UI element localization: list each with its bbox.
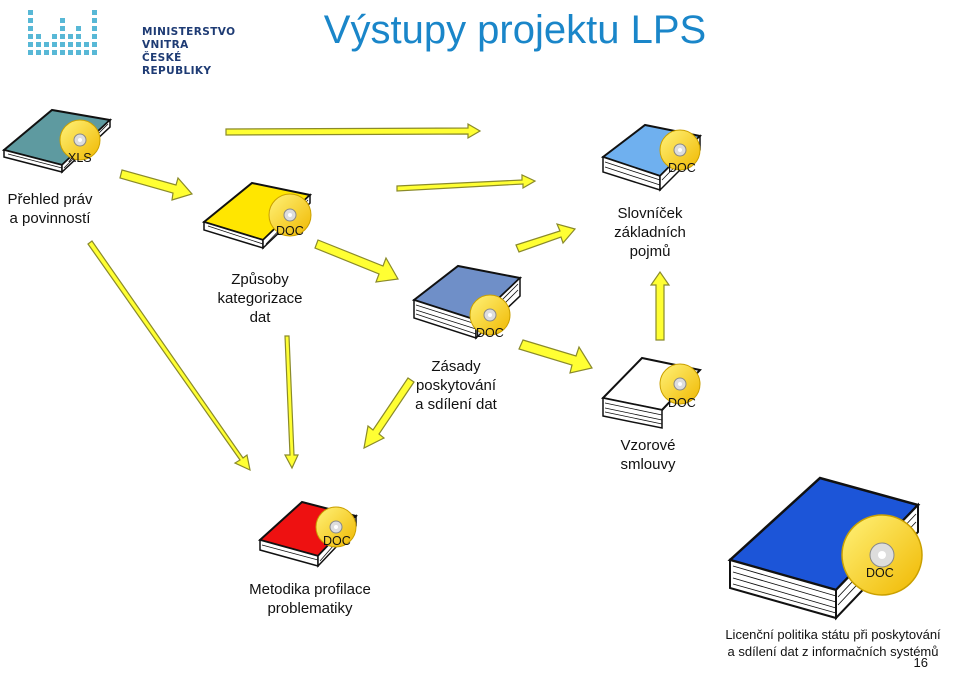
cd-vzorove-icon — [659, 363, 701, 405]
ministry-line-2: ČESKÉ REPUBLIKY — [142, 52, 212, 77]
label-zpusoby-line-1: Způsoby — [231, 271, 289, 288]
arrow-top-long — [225, 122, 482, 140]
arrow-vzorove-to-slovnicek — [649, 270, 671, 341]
label-prehled-line-1: Přehled práv — [7, 191, 93, 208]
logo-mark-icon — [28, 10, 97, 55]
label-zpusoby-line-3: dat — [249, 309, 271, 326]
badge-doc-licencni: DOC — [866, 566, 894, 580]
label-zasady: Zásady poskytování a sdílení dat — [400, 357, 512, 414]
arrow-to-zasady-down — [363, 377, 415, 450]
badge-doc-vzorove: DOC — [668, 396, 696, 410]
label-prehled: Přehled práv a povinností — [2, 190, 98, 228]
arrow-prehled-to-zpusoby — [119, 169, 194, 201]
cd-slovnicek-icon — [659, 129, 701, 171]
arrow-to-slovnicek — [515, 223, 577, 253]
badge-xls: XLS — [68, 151, 92, 165]
ministry-line-1: MINISTERSTVO VNITRA — [142, 26, 236, 51]
label-slovnicek-line-1: Slovníček — [617, 205, 683, 222]
arrow-mid-long — [396, 174, 537, 192]
badge-doc-zasady: DOC — [476, 326, 504, 340]
label-zpusoby-line-2: kategorizace — [217, 290, 303, 307]
label-prehled-line-2: a povinností — [9, 210, 91, 227]
ministry-logo: MINISTERSTVO VNITRA ČESKÉ REPUBLIKY — [22, 6, 252, 77]
label-metodika: Metodika profilace problematiky — [240, 580, 380, 618]
label-slovnicek: Slovníček základních pojmů — [600, 204, 700, 261]
label-zpusoby: Způsoby kategorizace dat — [200, 270, 320, 327]
badge-doc-metodika: DOC — [323, 534, 351, 548]
badge-doc-slovnicek: DOC — [668, 161, 696, 175]
label-vzorove-line-2: smlouvy — [620, 456, 676, 473]
cd-zasady-icon — [469, 294, 511, 336]
label-licencni-line-1: Licenční politika státu při poskytování — [725, 627, 941, 642]
label-metodika-line-1: Metodika profilace — [249, 581, 371, 598]
arrow-zpusoby-to-zasady — [314, 239, 399, 283]
cd-metodika-icon — [315, 506, 357, 548]
cd-zpusoby-icon — [268, 193, 312, 237]
label-zasady-line-1: Zásady — [431, 358, 481, 375]
label-slovnicek-line-3: pojmů — [629, 243, 671, 260]
label-zasady-line-3: a sdílení dat — [415, 396, 497, 413]
page-title: Výstupy projektu LPS — [323, 8, 707, 52]
cd-licencni-icon — [841, 514, 923, 596]
badge-doc-zpusoby: DOC — [276, 224, 304, 238]
label-slovnicek-line-2: základních — [614, 224, 686, 241]
ministry-name: MINISTERSTVO VNITRA ČESKÉ REPUBLIKY — [142, 26, 252, 78]
label-metodika-line-2: problematiky — [267, 600, 353, 617]
cd-xls-icon — [59, 119, 101, 161]
label-zasady-line-2: poskytování — [415, 377, 497, 394]
label-licencni-line-2: a sdílení dat z informačních systémů — [727, 644, 939, 659]
label-vzorove: Vzorové smlouvy — [600, 436, 696, 474]
label-vzorove-line-1: Vzorové — [620, 437, 676, 454]
arrow-zpusoby-to-metodika — [283, 335, 299, 470]
arrow-prehled-to-metodika — [87, 240, 251, 472]
arrow-zasady-to-vzorove — [518, 339, 593, 374]
label-licencni: Licenční politika státu při poskytování … — [720, 626, 946, 660]
page-number: 16 — [913, 655, 928, 670]
